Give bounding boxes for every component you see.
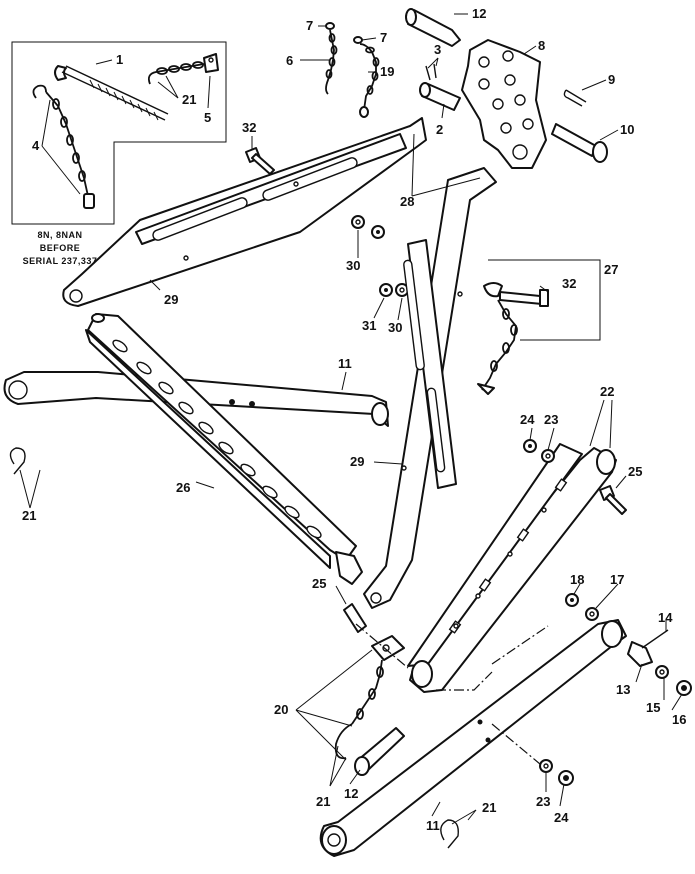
callout-5: 5 <box>204 110 211 125</box>
callout-labels: 1 4 21 5 7 6 7 19 12 3 8 2 9 10 32 28 30… <box>22 6 686 833</box>
callout-28: 28 <box>400 194 414 209</box>
part-6-chain <box>325 22 338 95</box>
callout-14: 14 <box>658 610 673 625</box>
callout-11-left: 11 <box>338 356 352 371</box>
part-22-lift-link <box>407 443 617 693</box>
part-25-bolt-lower <box>343 603 367 633</box>
callout-18: 18 <box>570 572 584 587</box>
callout-13: 13 <box>616 682 630 697</box>
part-11-right-link <box>319 619 627 857</box>
part-20-bracket-chain <box>334 635 405 760</box>
part-9-clip <box>563 89 587 107</box>
callout-22: 22 <box>600 384 614 399</box>
callout-19: 19 <box>380 64 394 79</box>
callout-31: 31 <box>362 318 376 333</box>
callout-21-left: 21 <box>22 508 36 523</box>
inset-caption-line-2: BEFORE <box>40 243 81 253</box>
inset-8n-parts <box>11 41 227 225</box>
inset-caption-line-1: 8N, 8NAN <box>37 230 82 240</box>
callout-12-lower: 12 <box>344 786 358 801</box>
callout-30-top: 30 <box>346 258 360 273</box>
callout-27: 27 <box>604 262 618 277</box>
callout-20: 20 <box>274 702 288 717</box>
part-26-drawbar <box>85 313 363 585</box>
part-21-clip-lower <box>440 819 459 849</box>
callout-16: 16 <box>672 712 686 727</box>
parts-23-24-lower <box>539 759 574 786</box>
part-21-clip-left <box>9 447 26 475</box>
part-5-chain <box>147 53 219 85</box>
callout-26: 26 <box>176 480 190 495</box>
inset-caption-line-3: SERIAL 237,337 <box>23 256 98 266</box>
callout-24-upper: 24 <box>520 412 535 427</box>
callout-1: 1 <box>116 52 123 67</box>
part-25-bolt-right <box>599 485 627 515</box>
callout-2: 2 <box>436 122 443 137</box>
callout-21-lower: 21 <box>316 794 330 809</box>
parts-13-to-18 <box>565 593 692 696</box>
callout-8: 8 <box>538 38 545 53</box>
callout-7-right: 7 <box>380 30 387 45</box>
part-2-pin <box>419 82 461 111</box>
callout-11-right: 11 <box>426 818 440 833</box>
parts-30-31-washers <box>351 215 409 297</box>
callout-17: 17 <box>610 572 624 587</box>
part-32-bolt-top <box>245 147 275 175</box>
part-1-screw-eye <box>54 65 169 121</box>
inset-caption: 8N, 8NAN BEFORE SERIAL 237,337 <box>23 230 98 266</box>
leader-lines <box>19 13 683 825</box>
assembly-lines <box>355 623 549 765</box>
part-12-pin-lower <box>354 727 405 776</box>
part-8-bracket <box>461 39 547 169</box>
inset-border <box>11 41 227 225</box>
callout-21-bottom: 21 <box>482 800 496 815</box>
part-29-center-link <box>363 167 497 609</box>
part-28-upper-arm <box>62 117 427 307</box>
callout-29-upper: 29 <box>164 292 178 307</box>
callout-21-inset: 21 <box>182 92 196 107</box>
callout-4: 4 <box>32 138 40 153</box>
part-27-chain-assembly <box>477 259 601 395</box>
callout-7-left: 7 <box>306 18 313 33</box>
callout-15: 15 <box>646 700 660 715</box>
callout-12-top: 12 <box>472 6 486 21</box>
callout-6: 6 <box>286 53 293 68</box>
callout-23-upper: 23 <box>544 412 558 427</box>
callout-29-center: 29 <box>350 454 364 469</box>
callout-30-lower: 30 <box>388 320 402 335</box>
part-4-hook-chain <box>32 84 95 209</box>
callout-24-lower: 24 <box>554 810 569 825</box>
callout-32-right: 32 <box>562 276 576 291</box>
callout-3: 3 <box>434 42 441 57</box>
callout-23-lower: 23 <box>536 794 550 809</box>
callout-25-right: 25 <box>628 464 642 479</box>
part-3-clips <box>425 63 437 81</box>
callout-32-top: 32 <box>242 120 256 135</box>
callout-25-lower: 25 <box>312 576 326 591</box>
callout-10: 10 <box>620 122 634 137</box>
callout-9: 9 <box>608 72 615 87</box>
part-19-chain <box>353 36 380 118</box>
part-10-pin <box>551 123 608 163</box>
part-12-pin-top <box>405 8 461 47</box>
